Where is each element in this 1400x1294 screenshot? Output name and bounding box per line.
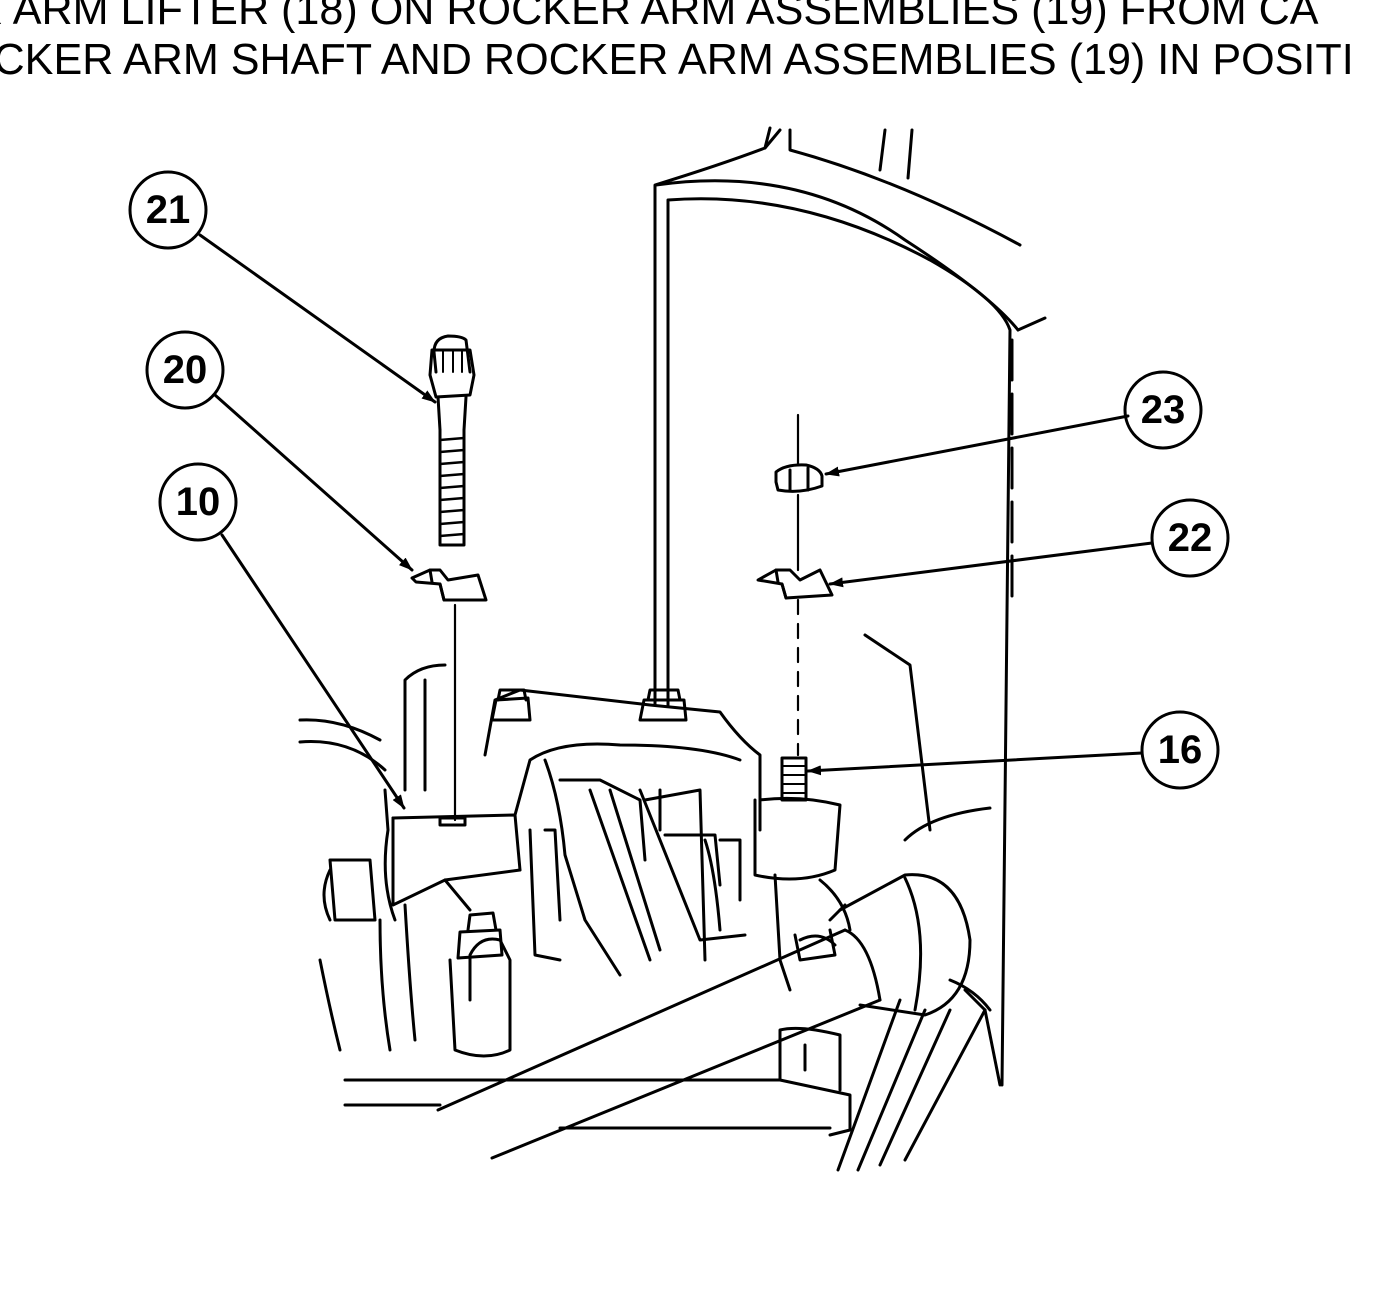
callout-circle-23 — [1123, 370, 1203, 450]
callout-label-21: 21 — [146, 188, 191, 232]
callout-label-10: 10 — [176, 480, 221, 524]
callout-label-23: 23 — [1141, 388, 1186, 432]
nut-23-part — [774, 463, 824, 493]
callout-circle-10 — [158, 462, 238, 542]
leader-20 — [213, 393, 414, 572]
leader-21 — [198, 233, 437, 404]
bolt-21-hole — [438, 816, 467, 827]
callout-circle-20 — [145, 330, 225, 410]
leader-23 — [824, 414, 1130, 477]
callout-circle-16 — [1140, 710, 1220, 790]
bolt-21-part — [428, 334, 476, 547]
callout-label-16: 16 — [1158, 728, 1203, 772]
callout-label-22: 22 — [1168, 516, 1213, 560]
callout-circle-21 — [128, 170, 208, 250]
leader-16 — [806, 751, 1144, 776]
stud-16-part — [780, 756, 808, 802]
callout-circle-22 — [1150, 498, 1230, 578]
leader-10 — [220, 533, 406, 810]
instruction-line-1: R ARM LIFTER (18) ON ROCKER ARM ASSEMBLI… — [0, 0, 1319, 34]
callout-label-20: 20 — [163, 348, 208, 392]
housing-outline — [653, 126, 1047, 1087]
washer-22-part — [756, 568, 834, 600]
leader-22 — [828, 541, 1154, 588]
washer-20-part — [410, 568, 488, 602]
instruction-line-2: OCKER ARM SHAFT AND ROCKER ARM ASSEMBLIE… — [0, 35, 1354, 84]
rocker-shaft-assembly — [298, 663, 1002, 1172]
